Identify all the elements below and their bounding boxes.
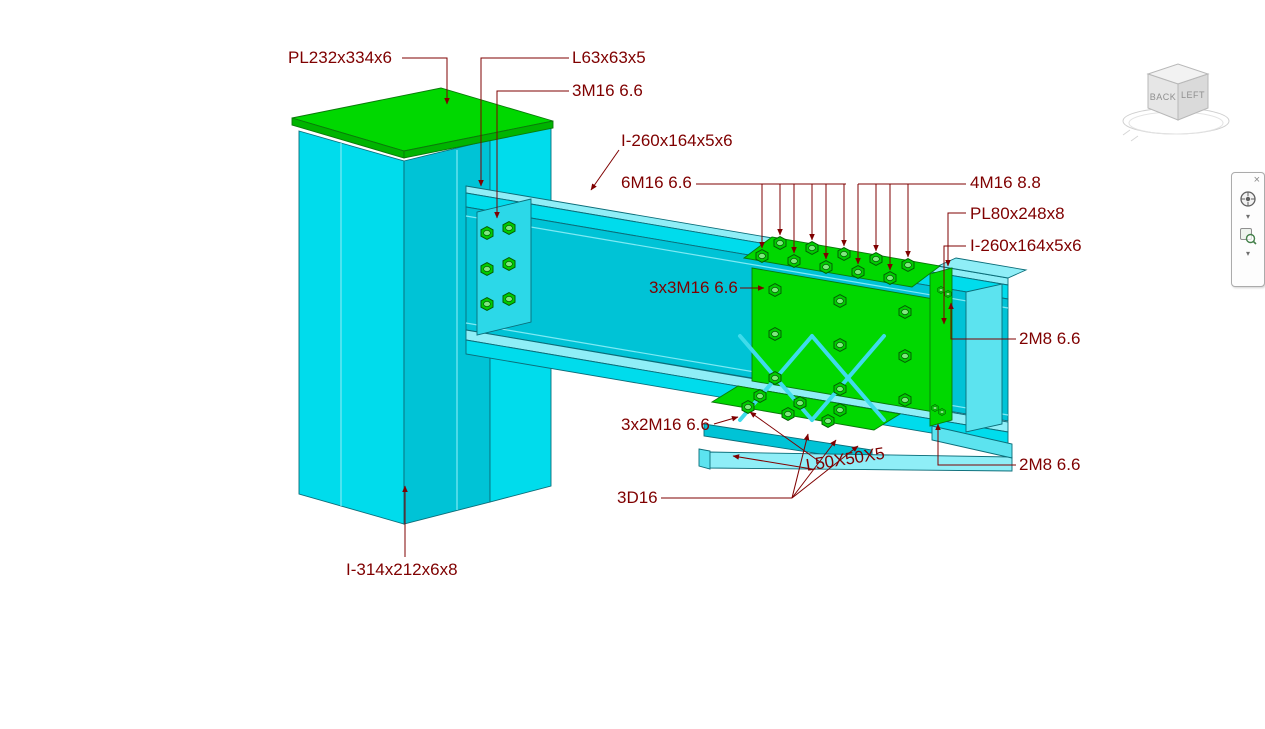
annotation-4m16[interactable]: 4M16 8.8 xyxy=(970,173,1041,192)
bolt xyxy=(787,254,801,268)
steering-wheel-button[interactable] xyxy=(1237,188,1259,210)
bolt xyxy=(793,396,807,410)
beam-end-bottom-flange xyxy=(931,425,1013,459)
bolt xyxy=(833,382,847,396)
close-icon[interactable]: × xyxy=(1253,174,1260,186)
bolt xyxy=(869,252,883,266)
annotation-3m16[interactable]: 3M16 6.6 xyxy=(572,81,643,100)
annotation-l63x63x5[interactable]: L63x63x5 xyxy=(572,48,646,67)
compass-tick xyxy=(1122,129,1131,136)
bolt xyxy=(768,283,782,297)
bolt xyxy=(837,247,851,261)
end-plate-PL80[interactable] xyxy=(929,267,953,427)
annotation-i260-beam-right[interactable]: I-260x164x5x6 xyxy=(970,236,1082,255)
bolt xyxy=(833,294,847,308)
bolt xyxy=(931,404,939,412)
steering-wheel-icon xyxy=(1240,191,1256,207)
bolt xyxy=(768,371,782,385)
rod xyxy=(810,334,886,422)
annotation-i314-column[interactable]: I-314x212x6x8 xyxy=(346,560,458,579)
bolt xyxy=(781,407,795,421)
beam-fillet-line xyxy=(465,215,1009,309)
annotation-pl232x334x6[interactable]: PL232x334x6 xyxy=(288,48,392,67)
cap-plate-PL232[interactable] xyxy=(291,87,554,159)
bolt xyxy=(898,393,912,407)
bolt xyxy=(883,271,897,285)
bolt xyxy=(898,349,912,363)
annotation-2m8-bottom[interactable]: 2M8 6.6 xyxy=(1019,455,1081,474)
bolt xyxy=(944,290,952,298)
viewcube-left-label: LEFT xyxy=(1181,90,1205,100)
navigation-bar[interactable]: × ▾ ▾ xyxy=(1231,172,1265,287)
bolt xyxy=(937,286,945,294)
annotation-3x2m16[interactable]: 3x2M16 6.6 xyxy=(621,415,710,434)
bolt xyxy=(768,327,782,341)
bolt xyxy=(755,249,769,263)
annotation-3d16[interactable]: 3D16 xyxy=(617,488,658,507)
viewcube-back-label: BACK xyxy=(1150,92,1177,102)
end-plate-face xyxy=(929,267,953,427)
cap-plate-edge xyxy=(403,120,554,159)
bolt xyxy=(480,262,494,276)
bolt xyxy=(480,297,494,311)
annotation-leader-lines xyxy=(402,57,1016,557)
bolt xyxy=(773,236,787,250)
bolt xyxy=(898,305,912,319)
viewcube[interactable]: BACK LEFT xyxy=(1118,46,1238,146)
bolt xyxy=(753,389,767,403)
annotation-6m16[interactable]: 6M16 6.6 xyxy=(621,173,692,192)
compass-tick xyxy=(1130,135,1139,142)
angle-end-cap xyxy=(698,448,711,470)
bolt xyxy=(833,338,847,352)
annotation-i260-beam[interactable]: I-260x164x5x6 xyxy=(621,131,733,150)
chevron-down-icon[interactable]: ▾ xyxy=(1245,249,1250,258)
bolt xyxy=(805,241,819,255)
bolt xyxy=(851,265,865,279)
angle-group-L50[interactable] xyxy=(698,423,1013,472)
bolt xyxy=(833,403,847,417)
bolt xyxy=(502,257,516,271)
zoom-icon xyxy=(1240,228,1257,245)
column-front-flange-face xyxy=(298,130,405,525)
beam-end-web xyxy=(965,283,1003,433)
chevron-down-icon[interactable]: ▾ xyxy=(1245,212,1250,221)
bolt xyxy=(938,408,946,416)
annotation-pl80x248x8[interactable]: PL80x248x8 xyxy=(970,204,1065,223)
beam-member-I260-right[interactable] xyxy=(931,257,1028,459)
bolt xyxy=(480,226,494,240)
zoom-button[interactable] xyxy=(1237,225,1259,247)
bolt xyxy=(741,400,755,414)
bolt xyxy=(502,221,516,235)
bolt xyxy=(821,414,835,428)
viewcube-face-left[interactable] xyxy=(1177,73,1209,121)
annotation-2m8-top[interactable]: 2M8 6.6 xyxy=(1019,329,1081,348)
annotation-3x3m16[interactable]: 3x3M16 6.6 xyxy=(649,278,738,297)
bolt xyxy=(502,292,516,306)
bolt xyxy=(819,260,833,274)
bolt xyxy=(901,258,915,272)
